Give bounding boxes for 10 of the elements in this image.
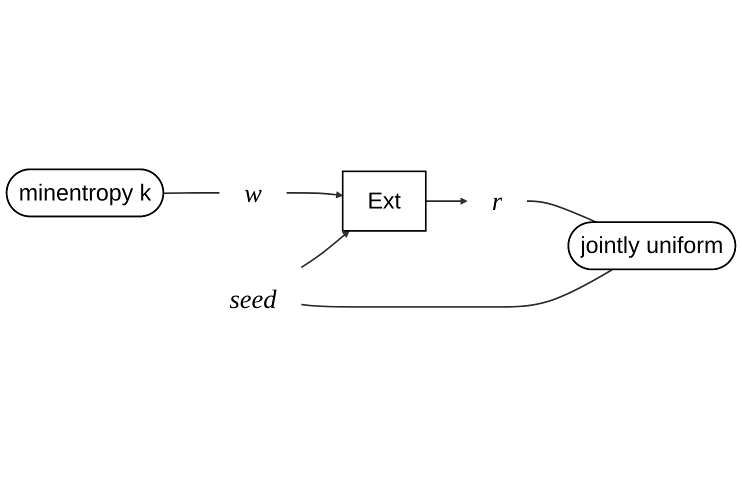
- node-text: seed: [230, 284, 277, 314]
- connector: [164, 192, 220, 194]
- node-box: Ext: [342, 170, 427, 232]
- arrow: [286, 191, 343, 199]
- connector: [527, 200, 598, 224]
- node-text: w: [244, 178, 262, 208]
- connector: [301, 269, 613, 308]
- node-text: r: [492, 186, 502, 216]
- arrow: [426, 198, 468, 205]
- arrow: [300, 230, 350, 268]
